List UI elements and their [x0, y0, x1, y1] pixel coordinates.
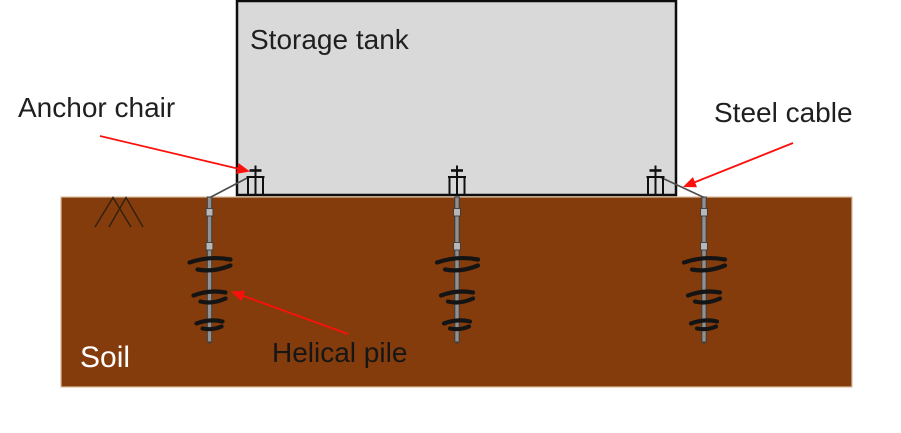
storage-tank-shape — [235, 0, 678, 197]
helical-pile-label: Helical pile — [272, 337, 408, 368]
ground-surface-symbol — [94, 196, 144, 228]
steel-cable-label: Steel cable — [714, 97, 853, 128]
steel-cable-right-line — [660, 176, 705, 199]
steel-cable-left-line — [209, 175, 251, 199]
helical-pile-arrow — [231, 290, 349, 335]
anchor-chair-label: Anchor chair — [18, 92, 176, 123]
storage-tank-label: Storage tank — [250, 24, 409, 55]
soil-label: Soil — [80, 341, 131, 374]
anchor-chair-arrow — [99, 135, 250, 174]
steel-cable-arrow — [682, 142, 794, 188]
